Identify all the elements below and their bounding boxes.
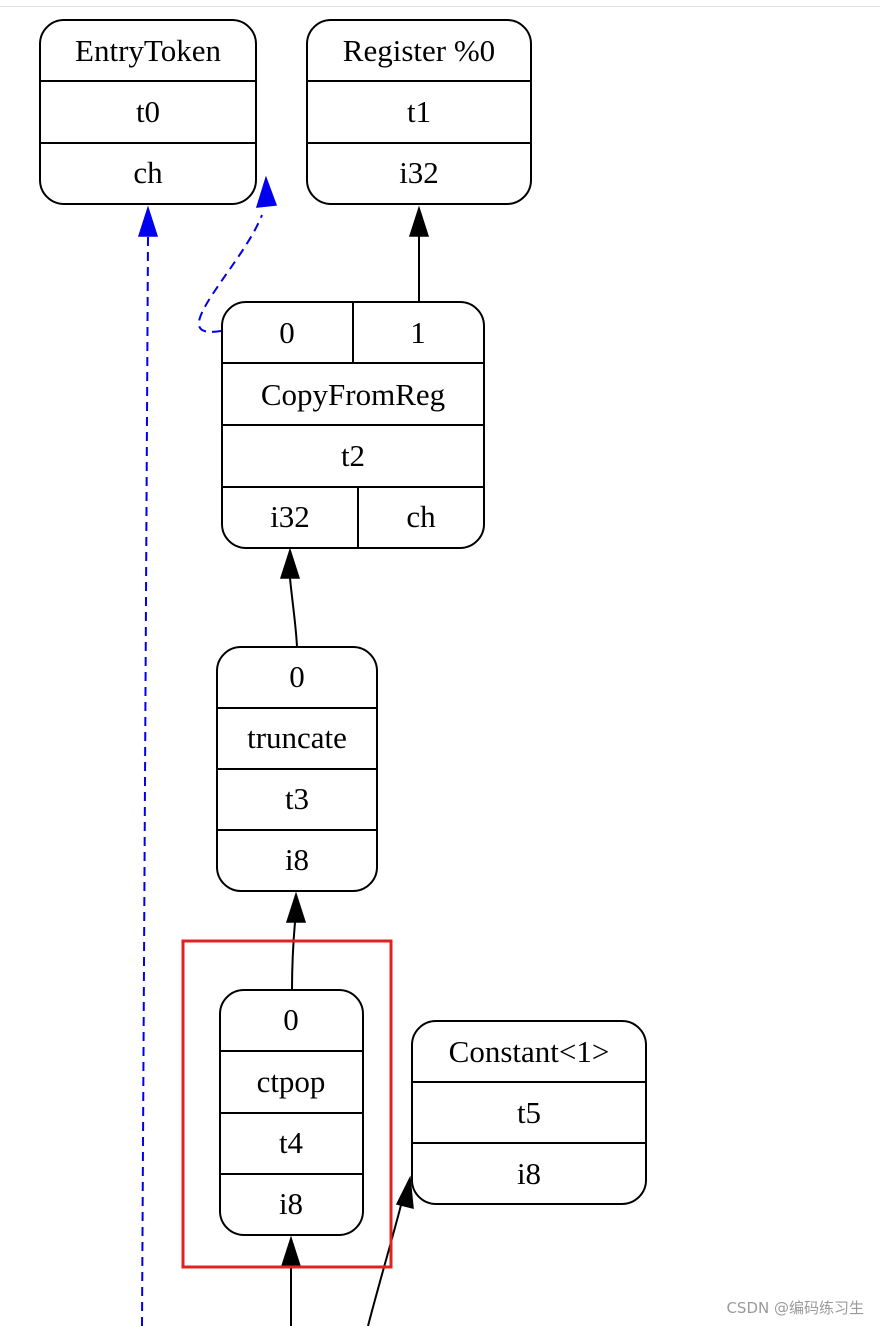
- node-entrytoken-title: EntryToken: [75, 33, 221, 68]
- node-copyfromreg-operand-1: 1: [410, 315, 426, 350]
- node-register-type: i32: [399, 155, 439, 190]
- node-register-box: [306, 19, 532, 205]
- chain-edge-bottom-to-entrytoken: [141, 235, 149, 1326]
- node-entrytoken-box: [39, 19, 257, 205]
- node-copyfromreg-result-1: ch: [406, 499, 436, 534]
- node-truncate-title: truncate: [247, 720, 347, 755]
- edge-bottom-to-constant: [367, 1204, 402, 1326]
- node-constant-box: [411, 1020, 647, 1205]
- node-ctpop-id: t4: [279, 1125, 304, 1160]
- node-copyfromreg-result-0: i32: [270, 499, 310, 534]
- arrow-copyfromreg: [279, 547, 301, 579]
- node-register-id: t1: [407, 94, 431, 129]
- arrow-register: [408, 205, 430, 237]
- node-ctpop[interactable]: 0 ctpop t4 i8: [219, 989, 364, 1236]
- arrow-truncate: [285, 891, 307, 923]
- highlight-box-ctpop: [181, 939, 393, 1269]
- chain-edge-copyfromreg-to-entrytoken: [197, 214, 263, 333]
- node-copyfromreg-operand-0: 0: [279, 315, 295, 350]
- node-register[interactable]: Register %0 t1 i32: [306, 19, 532, 205]
- chain-arrow-copyfromreg: [255, 175, 278, 208]
- edge-ctpop-to-truncate: [291, 921, 296, 991]
- node-truncate[interactable]: 0 truncate t3 i8: [216, 646, 378, 892]
- node-entrytoken-id: t0: [136, 94, 160, 129]
- chain-arrow-entrytoken: [137, 205, 159, 237]
- node-entrytoken-type: ch: [133, 155, 163, 190]
- node-copyfromreg[interactable]: 0 1 CopyFromReg t2 i32 ch: [221, 301, 485, 549]
- node-entrytoken[interactable]: EntryToken t0 ch: [39, 19, 257, 205]
- watermark-text: CSDN @编码练习生: [726, 1299, 864, 1317]
- node-copyfromreg-id: t2: [341, 438, 365, 473]
- node-truncate-operand: 0: [289, 659, 305, 694]
- node-truncate-id: t3: [285, 781, 309, 816]
- node-ctpop-type: i8: [279, 1186, 303, 1221]
- node-ctpop-operand: 0: [283, 1002, 299, 1037]
- arrow-ctpop: [280, 1235, 302, 1267]
- node-constant-id: t5: [517, 1095, 541, 1130]
- edge-truncate-to-copyfromreg: [289, 577, 298, 648]
- node-constant-type: i8: [517, 1156, 541, 1191]
- arrow-constant: [395, 1175, 414, 1209]
- node-ctpop-title: ctpop: [257, 1064, 326, 1099]
- edges: [137, 175, 430, 1326]
- node-constant-title: Constant<1>: [449, 1034, 610, 1069]
- node-constant[interactable]: Constant<1> t5 i8: [411, 1020, 647, 1205]
- top-border: [0, 6, 880, 7]
- node-copyfromreg-title: CopyFromReg: [261, 377, 445, 412]
- node-truncate-type: i8: [285, 842, 309, 877]
- node-register-title: Register %0: [343, 33, 495, 68]
